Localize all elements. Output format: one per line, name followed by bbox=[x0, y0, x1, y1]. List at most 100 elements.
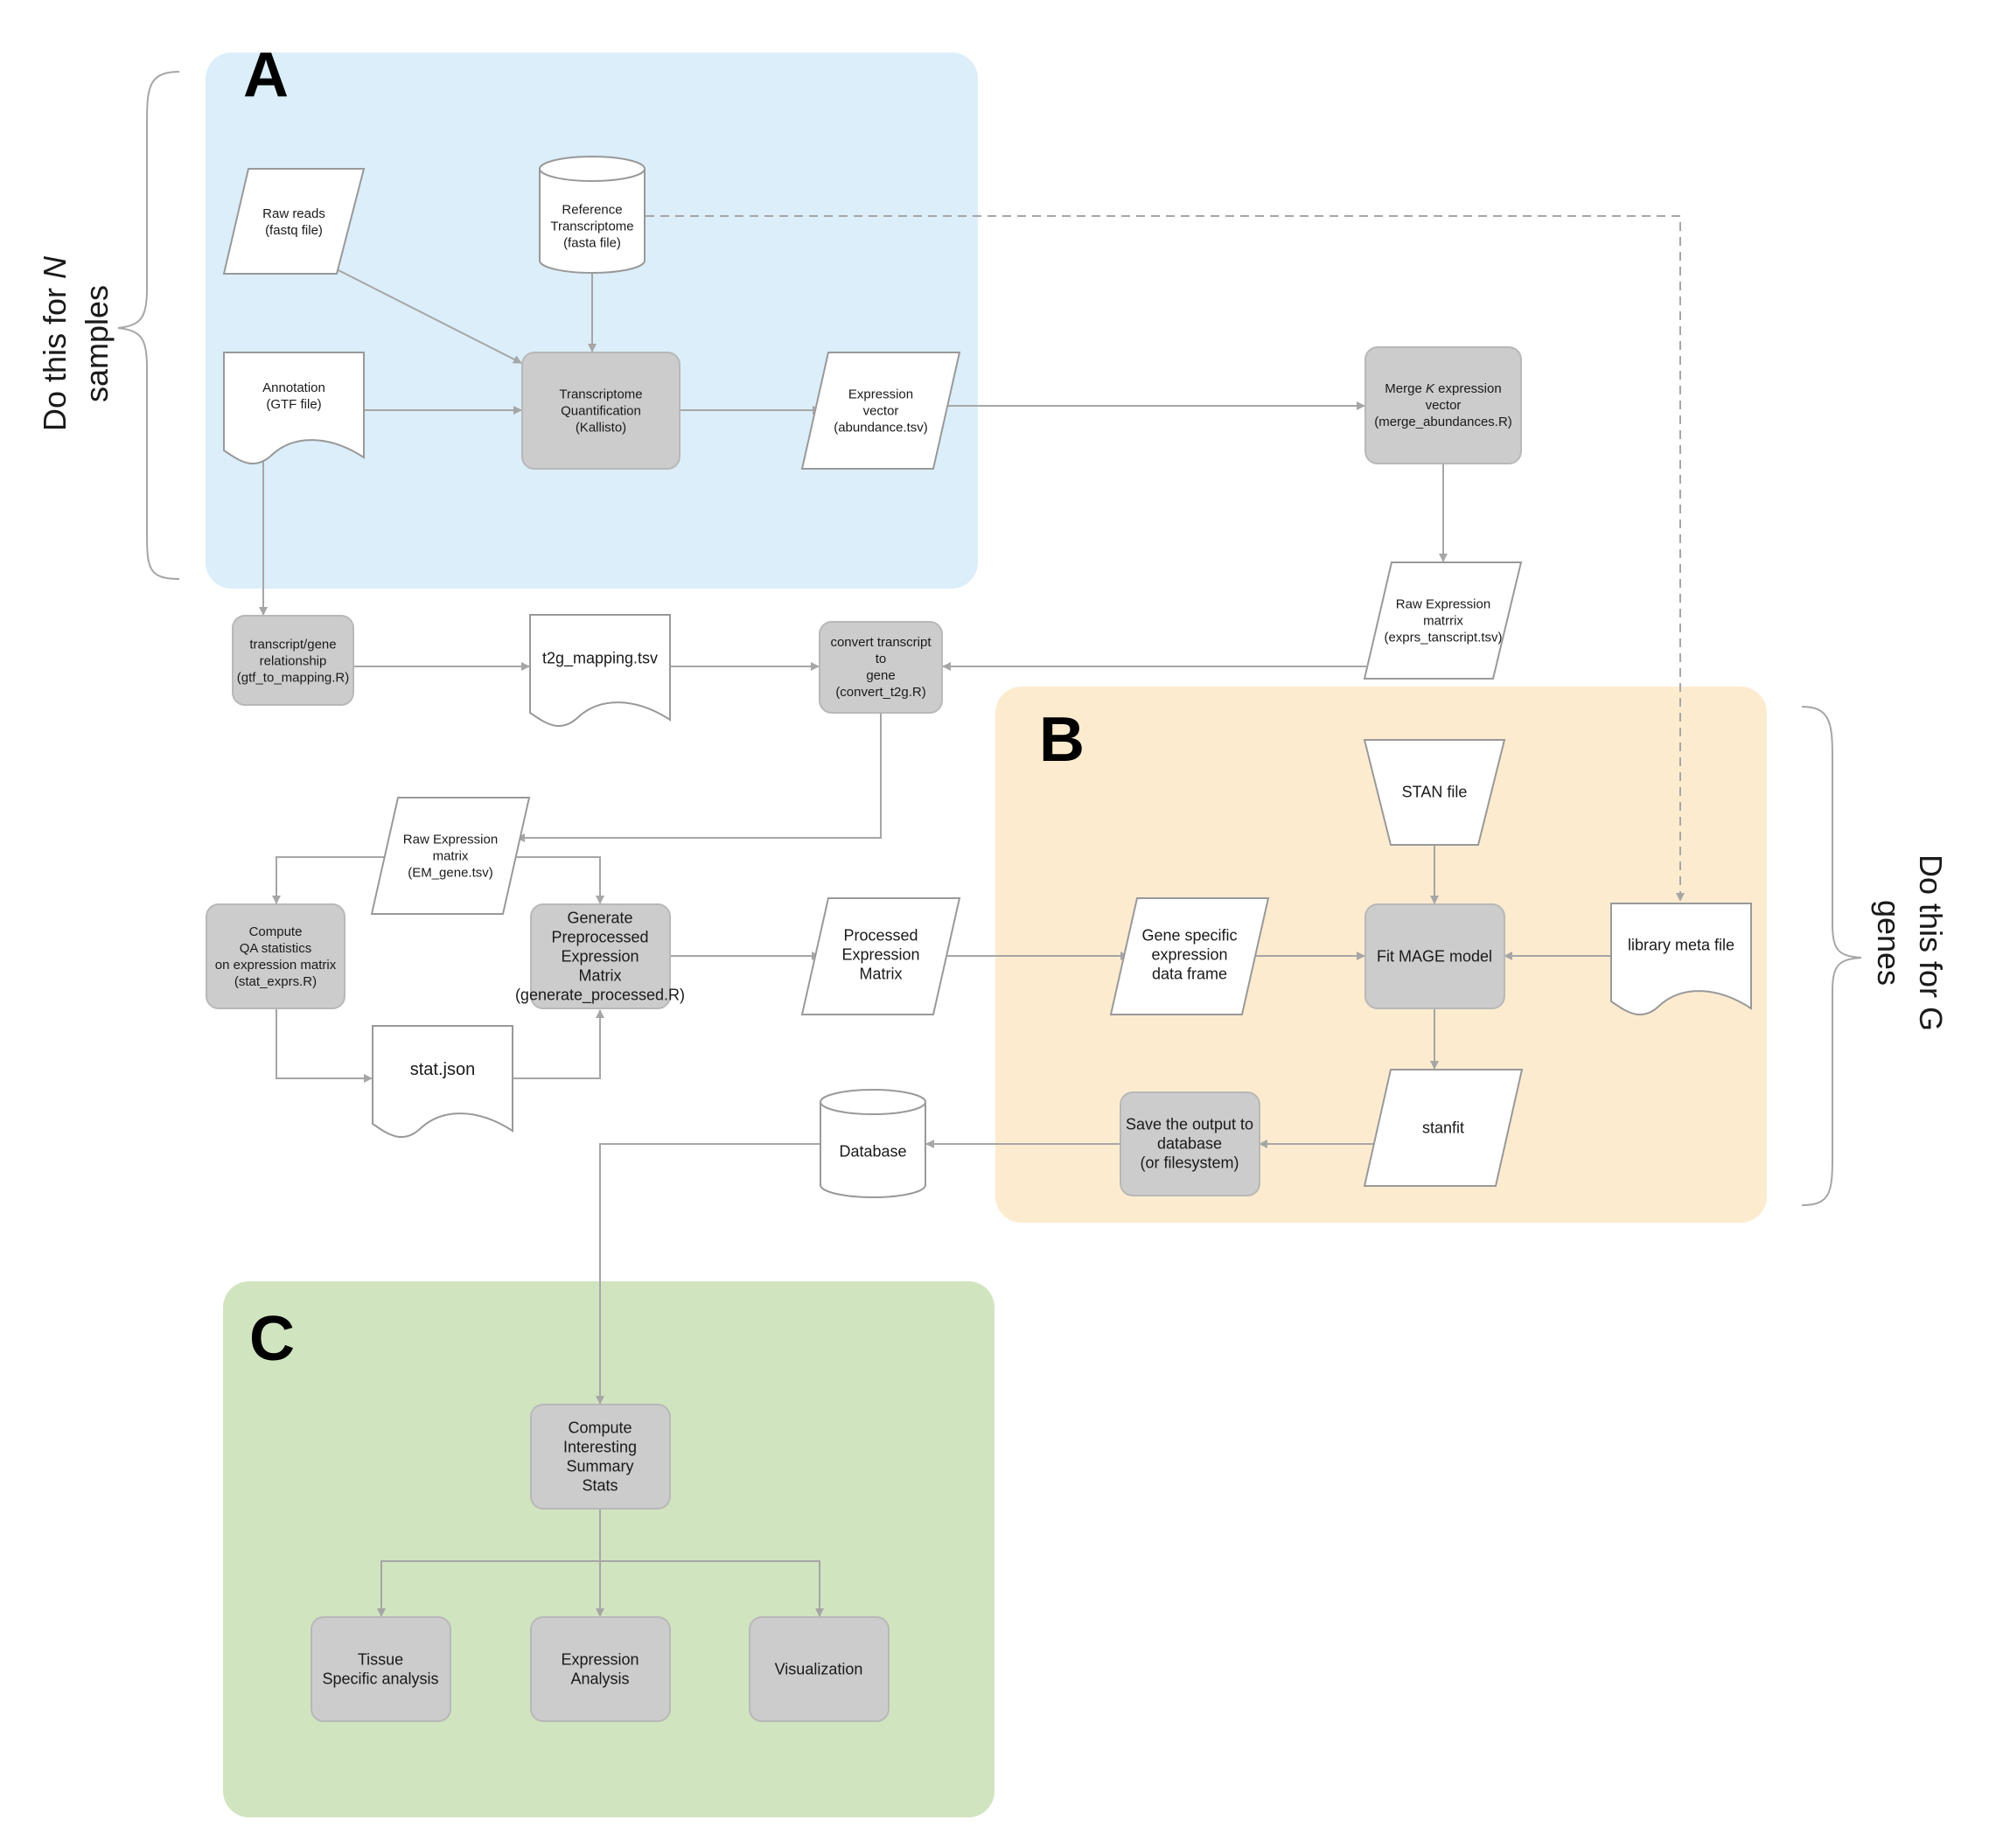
node-label-line: Expression bbox=[848, 387, 913, 401]
edge-convert-to-raw-gene bbox=[516, 713, 882, 842]
node-visualization: Visualization bbox=[749, 1616, 890, 1722]
node-label-line: Expression bbox=[561, 1650, 639, 1668]
node-label-line: Expression bbox=[561, 947, 639, 965]
node-label-line: Save the output to bbox=[1126, 1115, 1253, 1133]
svg-text:Visualization: Visualization bbox=[775, 1660, 863, 1677]
node-label-line: relationship bbox=[260, 653, 327, 668]
edge-raw-gene-to-generate bbox=[516, 856, 604, 904]
svg-text:library meta file: library meta file bbox=[1628, 936, 1734, 953]
node-stan-file: STAN file bbox=[1363, 739, 1506, 846]
node-label-line: (stat_exprs.R) bbox=[234, 974, 317, 989]
edges bbox=[259, 215, 1685, 1617]
svg-text:Database: Database bbox=[839, 1142, 906, 1160]
node-label-line: stat.json bbox=[410, 1060, 475, 1079]
right-brace bbox=[1801, 706, 1862, 1206]
node-stat-json: stat.json bbox=[372, 1025, 513, 1139]
edge-qa-to-stat-json bbox=[276, 1008, 373, 1083]
edge-raw-gene-to-qa bbox=[272, 856, 387, 904]
node-database: Database bbox=[820, 1089, 926, 1198]
svg-text:Merge K expression: Merge K expression bbox=[1385, 381, 1501, 396]
node-label-line: Raw Expression bbox=[1396, 596, 1490, 611]
node-label-line: library meta file bbox=[1628, 936, 1734, 953]
node-label-line: (EM_gene.tsv) bbox=[408, 865, 493, 880]
svg-text:genes: genes bbox=[1871, 900, 1907, 986]
panel-c-label: C bbox=[249, 1304, 295, 1374]
svg-text:(merge_abundances.R): (merge_abundances.R) bbox=[1374, 415, 1512, 429]
svg-text:samples: samples bbox=[79, 285, 115, 402]
node-label-line: convert transcript bbox=[830, 635, 932, 650]
node-label-line: Preprocessed bbox=[551, 928, 648, 945]
node-label-line: STAN file bbox=[1402, 783, 1468, 800]
node-label-line: Reference bbox=[562, 202, 622, 217]
node-label-line: Transcriptome bbox=[550, 219, 633, 234]
edge-summary-to-tissue bbox=[377, 1509, 601, 1617]
node-label-line: Specific analysis bbox=[322, 1670, 438, 1687]
node-label-line: Visualization bbox=[775, 1660, 863, 1677]
svg-text:Fit MAGE model: Fit MAGE model bbox=[1377, 947, 1492, 965]
node-label-line: (gtf_to_mapping.R) bbox=[237, 670, 349, 685]
node-label-line: database bbox=[1157, 1134, 1222, 1152]
node-stanfit: stanfit bbox=[1363, 1069, 1524, 1187]
node-label-line: (convert_t2g.R) bbox=[835, 685, 925, 700]
node-label-line: Fit MAGE model bbox=[1377, 947, 1492, 965]
node-label-line: vector bbox=[863, 403, 899, 418]
node-label-line: to bbox=[876, 652, 887, 666]
node-label-line: Raw reads bbox=[262, 206, 325, 221]
node-label-line: Tissue bbox=[358, 1650, 403, 1668]
node-label-line: Interesting bbox=[563, 1438, 637, 1455]
node-label-line: Compute bbox=[568, 1419, 632, 1436]
node-expression-vector: Expression vector (abundance.tsv) bbox=[800, 352, 961, 470]
node-label-line: (exprs_tanscript.tsv) bbox=[1384, 630, 1502, 645]
edge-raw-reads-to-kallisto bbox=[336, 268, 522, 364]
svg-text:Annotation(GTF file): Annotation(GTF file) bbox=[262, 380, 325, 412]
node-label-line: stanfit bbox=[1422, 1119, 1464, 1136]
node-label-line: data frame bbox=[1152, 965, 1227, 982]
node-merge-expression: Merge K expression vector (merge_abundan… bbox=[1364, 346, 1522, 464]
panel-b-label: B bbox=[1039, 705, 1085, 775]
svg-text:stanfit: stanfit bbox=[1422, 1119, 1464, 1136]
node-label-line: Annotation bbox=[262, 380, 325, 395]
node-t2g-mapping: t2g_mapping.tsv bbox=[529, 614, 671, 728]
node-label-line: Stats bbox=[582, 1476, 618, 1494]
node-label-line: (abundance.tsv) bbox=[834, 420, 928, 435]
left-brace bbox=[117, 71, 180, 580]
node-fit-mage: Fit MAGE model bbox=[1364, 903, 1505, 1009]
node-label-line: Compute bbox=[249, 924, 303, 939]
node-label-line: Summary bbox=[566, 1457, 633, 1475]
svg-text:STAN file: STAN file bbox=[1402, 783, 1468, 800]
right-brace-text: Do this for G genes bbox=[1871, 854, 1949, 1031]
node-label-line: matrix bbox=[433, 848, 469, 863]
left-brace-text: Do this for N samples bbox=[37, 255, 115, 431]
node-label-line: on expression matrix bbox=[215, 958, 337, 973]
edge-database-to-summary bbox=[596, 1143, 820, 1405]
svg-text:Do this for N: Do this for N bbox=[37, 255, 73, 431]
edge-summary-to-visualization bbox=[600, 1560, 824, 1617]
node-label-line: transcript/gene bbox=[249, 637, 336, 652]
edge-stat-json-to-generate bbox=[513, 1009, 604, 1079]
node-label-line: Processed bbox=[843, 926, 918, 944]
panel-a-label: A bbox=[243, 40, 289, 110]
node-library-meta: library meta file bbox=[1610, 903, 1752, 1016]
svg-text:Raw reads(fastq file): Raw reads(fastq file) bbox=[262, 206, 325, 238]
node-annotation: Annotation(GTF file) bbox=[223, 352, 365, 465]
svg-text:t2g_mapping.tsv: t2g_mapping.tsv bbox=[542, 649, 658, 667]
